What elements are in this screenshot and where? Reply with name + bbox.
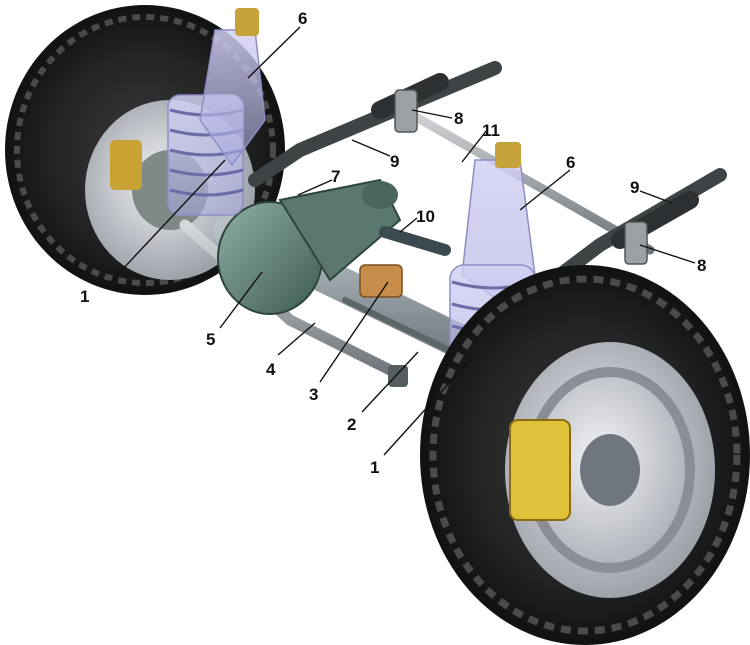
leader-9a — [351, 139, 391, 157]
leader-6b — [519, 169, 571, 211]
leader-11 — [461, 129, 488, 163]
leader-8b — [639, 244, 696, 264]
callout-1a: 1 — [80, 287, 89, 306]
callout-6b: 6 — [566, 153, 575, 172]
stabilizer-link — [379, 226, 451, 256]
right-hub — [580, 434, 640, 506]
callout-4: 4 — [266, 360, 276, 379]
leader-1b — [383, 359, 471, 456]
callout-8a: 8 — [454, 109, 463, 128]
callout-labels: 1 1 2 3 4 5 6 6 7 8 8 9 9 10 11 — [80, 9, 706, 477]
left-brake-caliper — [110, 140, 142, 190]
differential-housing — [217, 178, 402, 315]
callout-9b: 9 — [630, 178, 639, 197]
left-shock-absorber — [199, 8, 266, 167]
leader-5 — [219, 271, 263, 329]
leader-2 — [361, 351, 419, 413]
leader-6a — [247, 26, 301, 79]
callout-6a: 6 — [298, 9, 307, 28]
callout-11: 11 — [482, 121, 500, 140]
frame-bracket-8-right — [624, 221, 648, 265]
callout-1b: 1 — [370, 458, 379, 477]
callout-9a: 9 — [390, 152, 399, 171]
callout-3: 3 — [309, 385, 318, 404]
callout-5: 5 — [206, 330, 215, 349]
leader-8a — [411, 109, 453, 119]
callout-10: 10 — [416, 207, 435, 226]
right-tire-tread — [429, 275, 741, 635]
leader-4 — [277, 322, 316, 356]
leader-7 — [297, 179, 333, 196]
right-wheel — [420, 265, 750, 645]
leader-10 — [399, 217, 418, 233]
right-brake-caliper — [509, 419, 571, 521]
leader-3 — [319, 281, 389, 383]
callout-8b: 8 — [697, 256, 706, 275]
leader-9b — [639, 190, 673, 204]
left-tire-tread — [14, 14, 276, 286]
leader-1a — [104, 159, 226, 289]
leader-lines — [104, 26, 696, 456]
callout-7: 7 — [331, 167, 340, 186]
axle-breather — [359, 264, 403, 298]
callout-2: 2 — [347, 415, 356, 434]
